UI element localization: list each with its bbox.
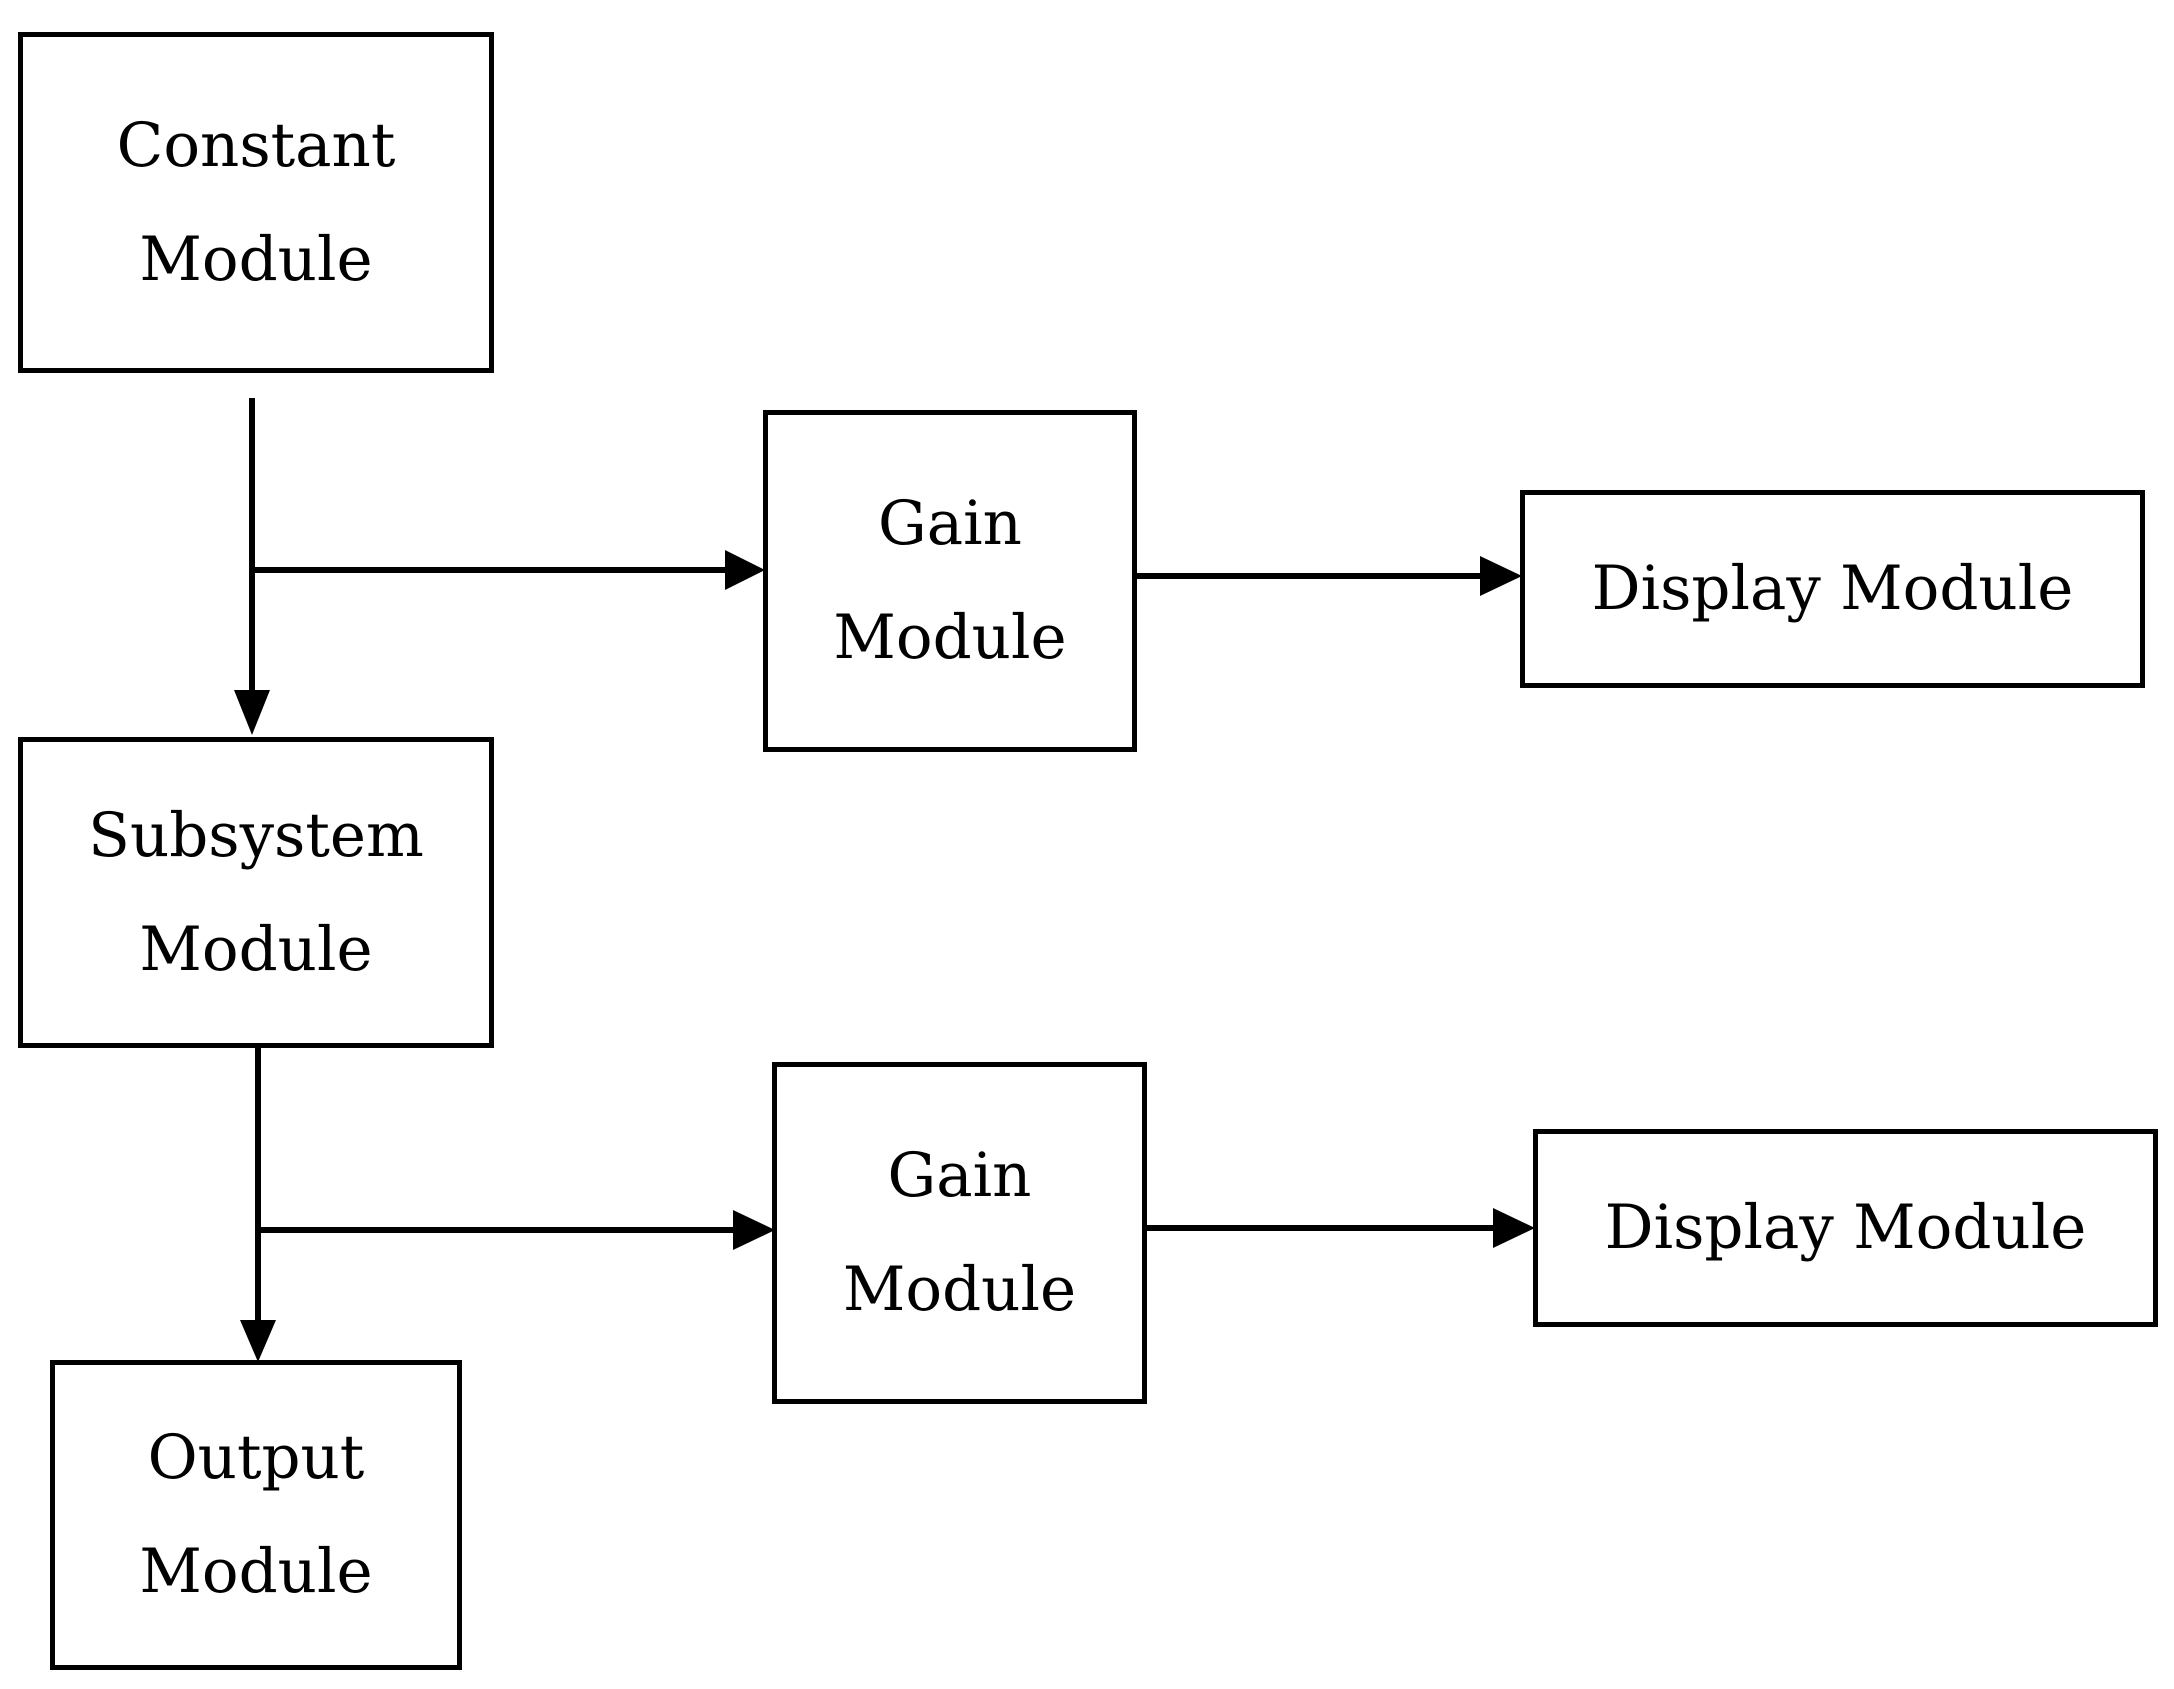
display-module-bottom-label: Display Module bbox=[1604, 1192, 2087, 1263]
arrowhead-into-gain-top bbox=[725, 550, 765, 590]
output-module-block: Output Module bbox=[50, 1360, 462, 1670]
gain-module-bottom-block: Gain Module bbox=[772, 1062, 1147, 1404]
gain-module-top-block: Gain Module bbox=[763, 410, 1137, 752]
subsystem-module-block: Subsystem Module bbox=[18, 737, 494, 1048]
gain-module-bottom-line1: Gain bbox=[887, 1140, 1032, 1211]
display-module-top-label: Display Module bbox=[1591, 553, 2074, 624]
subsystem-module-line2: Module bbox=[139, 913, 373, 985]
gain-module-bottom-line2: Module bbox=[842, 1254, 1077, 1325]
arrowhead-into-display-top bbox=[1480, 556, 1522, 596]
arrowhead-into-gain-bottom bbox=[733, 1210, 775, 1250]
arrowhead-into-display-bottom bbox=[1493, 1208, 1535, 1248]
arrowhead-into-subsystem bbox=[234, 690, 270, 735]
constant-module-line1: Constant bbox=[116, 109, 396, 181]
subsystem-module-line1: Subsystem bbox=[88, 799, 424, 871]
constant-module-line2: Module bbox=[139, 223, 373, 295]
output-module-line1: Output bbox=[147, 1422, 365, 1493]
output-module-line2: Module bbox=[139, 1536, 373, 1607]
display-module-bottom-block: Display Module bbox=[1533, 1129, 2158, 1327]
constant-module-block: Constant Module bbox=[18, 32, 494, 373]
display-module-top-block: Display Module bbox=[1520, 490, 2145, 688]
gain-module-top-line2: Module bbox=[833, 602, 1067, 673]
arrowhead-into-output bbox=[240, 1320, 276, 1362]
gain-module-top-line1: Gain bbox=[878, 488, 1022, 559]
